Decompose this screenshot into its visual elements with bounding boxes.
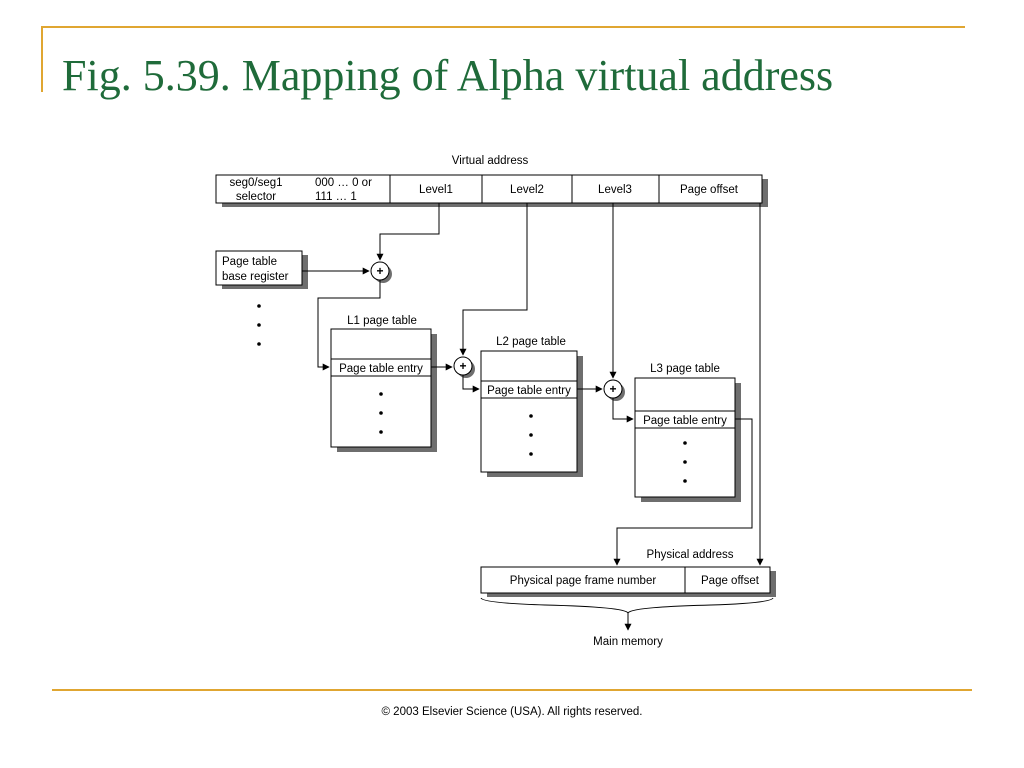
l3-page-table: Page table entry bbox=[634, 377, 741, 502]
virtual-address-label: Virtual address bbox=[452, 155, 529, 167]
virtual-address-box bbox=[215, 174, 763, 204]
va-bits-line1: 000 … 0 or bbox=[315, 177, 372, 189]
adder3-to-l3-entry bbox=[612, 398, 634, 423]
connectors bbox=[302, 203, 764, 566]
ptbr-line1: Page table bbox=[222, 256, 277, 268]
slide-title: Fig. 5.39. Mapping of Alpha virtual addr… bbox=[62, 51, 834, 100]
main-memory-brace bbox=[480, 597, 774, 615]
l1-dot bbox=[379, 411, 383, 415]
l2-dot bbox=[529, 414, 533, 418]
l2-table-title: L2 page table bbox=[496, 336, 566, 348]
adder-1-symbol: + bbox=[376, 264, 383, 278]
va-selector-line1: seg0/seg1 bbox=[229, 177, 282, 189]
virtual-address-register: seg0/seg1 selector 000 … 0 or 111 … 1 Le… bbox=[215, 174, 768, 207]
pa-frame-number: Physical page frame number bbox=[510, 575, 657, 587]
l1-dot bbox=[379, 430, 383, 434]
l3-dot bbox=[683, 479, 687, 483]
va-bits-line2: 111 … 1 bbox=[315, 191, 357, 203]
va-selector-line2: selector bbox=[236, 191, 276, 203]
physical-address-box bbox=[480, 566, 771, 594]
physical-address-register: Physical page frame number Page offset bbox=[480, 566, 776, 597]
top-horizontal-rule bbox=[41, 26, 965, 28]
l2-table-entry: Page table entry bbox=[487, 385, 571, 397]
va-level1: Level1 bbox=[419, 184, 453, 196]
va-level2: Level2 bbox=[510, 184, 544, 196]
l1-table-title: L1 page table bbox=[347, 315, 417, 327]
l2-table-box bbox=[480, 350, 578, 473]
pa-page-offset: Page offset bbox=[701, 575, 760, 587]
l3-table-title: L3 page table bbox=[650, 363, 720, 375]
l3-table-box bbox=[634, 377, 736, 498]
ptbr-continuation-dots bbox=[257, 304, 261, 346]
adder-1: + bbox=[370, 261, 392, 283]
l3-entry-to-frame bbox=[613, 418, 753, 566]
level2-to-adder2 bbox=[459, 203, 528, 356]
l1-dot bbox=[379, 392, 383, 396]
adder-2: + bbox=[453, 356, 475, 378]
adder-3: + bbox=[603, 379, 625, 401]
adder1-to-l1-entry bbox=[317, 280, 381, 371]
l1-table-entry: Page table entry bbox=[339, 363, 423, 375]
va-level3: Level3 bbox=[598, 184, 632, 196]
l3-dot bbox=[683, 441, 687, 445]
bottom-horizontal-rule bbox=[52, 689, 972, 691]
level1-to-adder1 bbox=[376, 203, 440, 261]
l1-page-table: Page table entry bbox=[330, 328, 437, 452]
adder2-to-l2-entry bbox=[462, 375, 480, 393]
copyright-footer: © 2003 Elsevier Science (USA). All right… bbox=[381, 706, 643, 718]
page-table-base-register: Page table base register bbox=[215, 250, 308, 289]
ptbr-line2: base register bbox=[222, 271, 289, 283]
l2-dot bbox=[529, 452, 533, 456]
ptbr-box bbox=[215, 250, 303, 286]
physical-address-label: Physical address bbox=[647, 549, 734, 561]
l3-table-entry: Page table entry bbox=[643, 415, 727, 427]
l1-table-box bbox=[330, 328, 432, 448]
main-memory-label: Main memory bbox=[593, 636, 663, 648]
top-left-vertical-rule bbox=[41, 26, 43, 92]
l2-page-table: Page table entry bbox=[480, 350, 583, 477]
va-page-offset: Page offset bbox=[680, 184, 739, 196]
l3-dot bbox=[683, 460, 687, 464]
adder-3-symbol: + bbox=[609, 382, 616, 396]
adder-2-symbol: + bbox=[459, 359, 466, 373]
l2-dot bbox=[529, 433, 533, 437]
